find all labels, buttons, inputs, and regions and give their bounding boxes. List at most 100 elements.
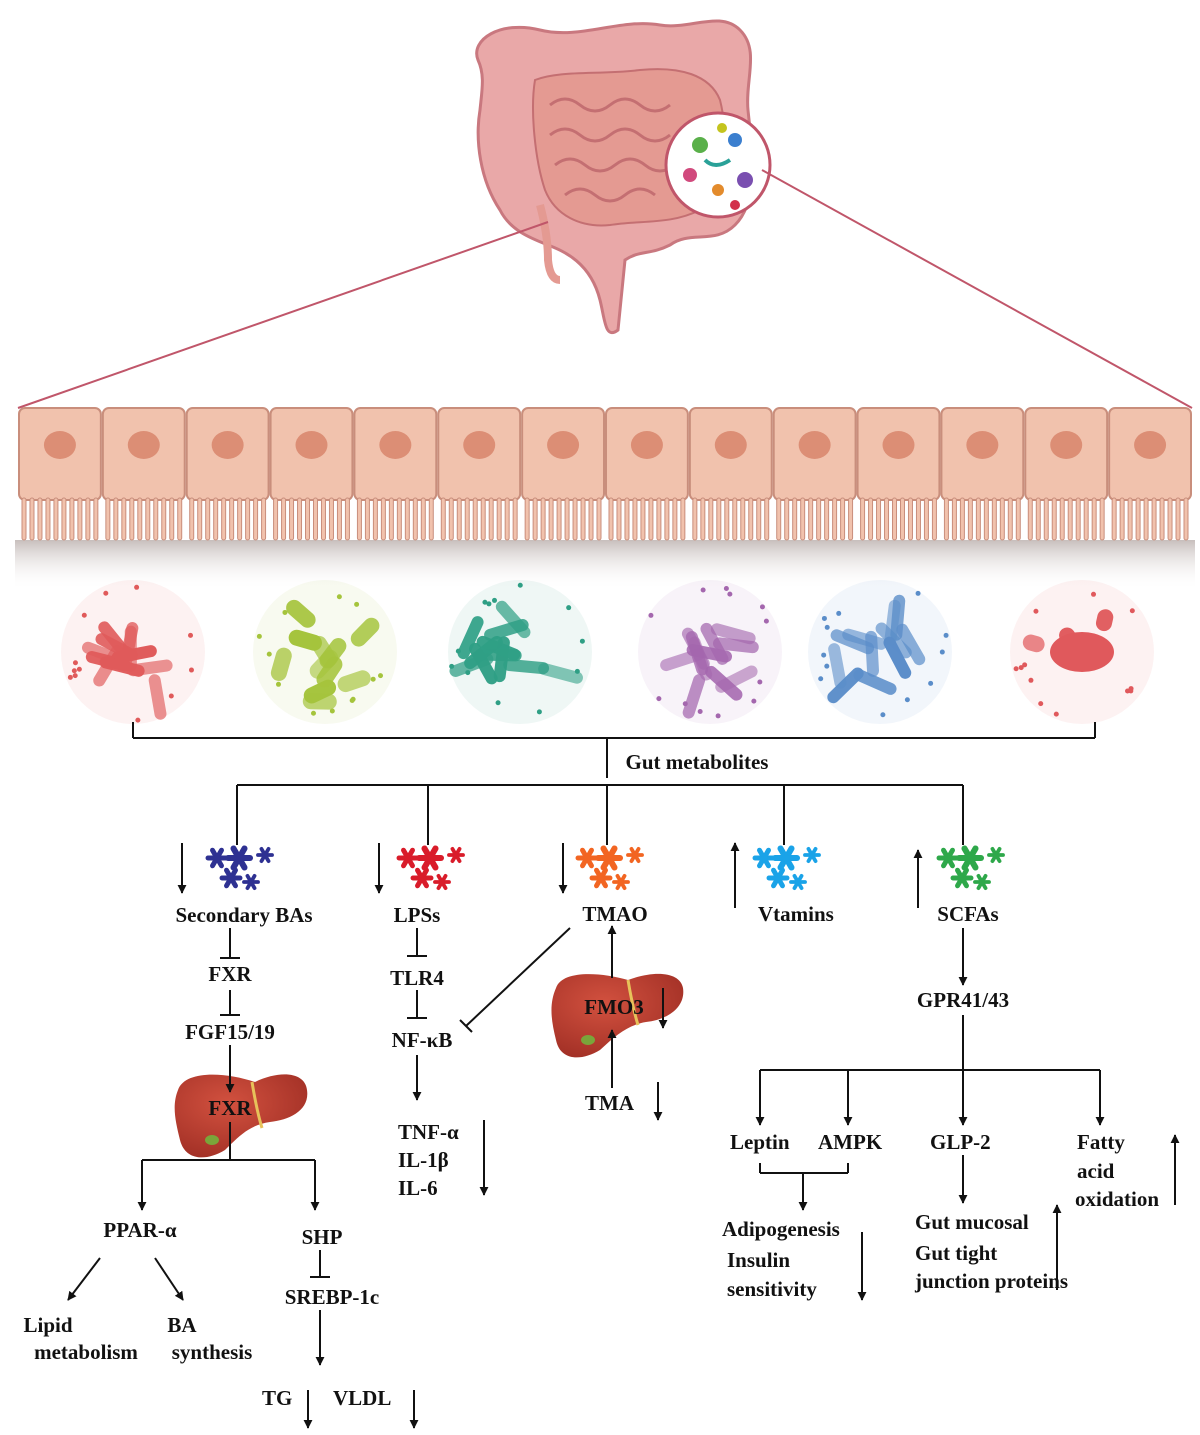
scfa-pathway-lines — [755, 928, 1180, 1301]
oxidation-label: oxidation — [1075, 1187, 1160, 1211]
trend-arrows — [177, 842, 923, 908]
metabolism-label: metabolism — [34, 1340, 138, 1364]
epithelial-cell-icon — [185, 407, 270, 541]
molecule-star-icon — [396, 847, 420, 869]
epithelial-cell-icon — [521, 407, 606, 541]
tmao-pathway-lines — [607, 925, 668, 1121]
nfkb-label: NF-κB — [391, 1028, 453, 1052]
molecule-star-icon — [224, 845, 254, 871]
scfas-label: SCFAs — [937, 902, 999, 926]
epithelial-cell-icon — [940, 407, 1025, 541]
zoom-line-left — [17, 221, 549, 409]
epithelial-cell-icon — [1108, 407, 1192, 541]
gpr-label: GPR41/43 — [916, 988, 1010, 1012]
shp-label: SHP — [301, 1225, 343, 1249]
epithelial-cell-row — [18, 407, 1192, 541]
secondary-bas-label: Secondary BAs — [175, 903, 313, 927]
molecule-star-icon — [752, 847, 776, 869]
adipogenesis-label: Adipogenesis — [722, 1217, 840, 1241]
acid-label: acid — [1077, 1159, 1115, 1183]
il6-label: IL-6 — [398, 1176, 438, 1200]
fgf-label: FGF15/19 — [185, 1020, 275, 1044]
molecule-star-icon — [612, 874, 630, 890]
bacteria-clusters — [61, 580, 1154, 724]
molecule-star-icon — [973, 874, 991, 890]
liver-icon — [551, 973, 684, 1058]
molecule-star-icon — [936, 847, 960, 869]
molecule-star-icon — [950, 867, 974, 889]
synthesis-label: synthesis — [171, 1340, 253, 1364]
junction-proteins-label: junction proteins — [915, 1269, 1069, 1293]
tg-label: TG — [262, 1386, 293, 1410]
epithelial-cell-icon — [856, 407, 941, 541]
molecule-star-icon — [242, 874, 260, 890]
epithelial-cell-icon — [101, 407, 186, 541]
bacteria-cluster-icon — [808, 580, 952, 724]
molecule-star-icon — [771, 845, 801, 871]
microbe-circle-icon — [664, 111, 772, 219]
epithelial-cell-icon — [1024, 407, 1109, 541]
tma-label: TMA — [585, 1091, 634, 1115]
fxr-label: FXR — [208, 962, 252, 986]
molecule-star-icon — [594, 845, 624, 871]
molecule-star-icon — [256, 847, 274, 863]
bacteria-cluster-icon — [1010, 580, 1154, 724]
bacteria-cluster-icon — [448, 580, 592, 724]
epithelial-cell-icon — [18, 407, 102, 541]
srebp-label: SREBP-1c — [284, 1285, 380, 1309]
lipid-label: Lipid — [23, 1313, 73, 1337]
molecule-star-icon — [987, 847, 1005, 863]
insulin-label: Insulin — [727, 1248, 791, 1272]
sensitivity-label: sensitivity — [727, 1277, 817, 1301]
epithelial-cell-icon — [437, 407, 522, 541]
epithelium-shadow — [15, 540, 1195, 590]
tlr4-label: TLR4 — [390, 966, 444, 990]
tmao-label: TMAO — [582, 902, 648, 926]
epithelial-cell-icon — [353, 407, 438, 541]
molecule-star-icon — [415, 845, 445, 871]
leptin-label: Leptin — [730, 1130, 790, 1154]
fatty-label: Fatty — [1077, 1130, 1125, 1154]
bas-pathway-lines — [67, 928, 419, 1429]
vitamins-label: Vtamins — [758, 902, 834, 926]
ampk-label: AMPK — [818, 1130, 883, 1154]
epithelial-cell-icon — [772, 407, 857, 541]
ppar-alpha-label: PPAR-α — [103, 1218, 177, 1242]
lpss-label: LPSs — [393, 903, 441, 927]
gut-metabolites-label: Gut metabolites — [625, 750, 769, 774]
gut-mucosal-label: Gut mucosal — [915, 1210, 1029, 1234]
bacteria-cluster-icon — [61, 580, 205, 724]
vldl-label: VLDL — [333, 1386, 392, 1410]
molecule-star-icon — [589, 867, 613, 889]
tnf-alpha-label: TNF-α — [398, 1120, 459, 1144]
molecule-star-icon — [433, 874, 451, 890]
ba-label: BA — [167, 1313, 197, 1337]
gut-tight-label: Gut tight — [915, 1241, 998, 1265]
bacteria-cluster-icon — [638, 580, 782, 724]
epithelial-cell-icon — [605, 407, 689, 541]
molecule-star-icon — [766, 867, 790, 889]
fxr-liver-label: FXR — [208, 1096, 252, 1120]
molecule-star-icon — [575, 847, 599, 869]
glp2-label: GLP-2 — [930, 1130, 991, 1154]
molecule-star-icon — [626, 847, 644, 863]
gut-metabolites-bracket — [132, 722, 1096, 845]
molecule-star-icon — [955, 845, 985, 871]
lps-pathway-lines — [407, 927, 571, 1196]
epithelial-cell-icon — [269, 407, 354, 541]
epithelial-cell-icon — [688, 407, 773, 541]
molecule-star-icon — [219, 867, 243, 889]
zoom-line-right — [761, 169, 1193, 409]
molecule-star-icon — [789, 874, 807, 890]
liver-icon — [174, 1074, 308, 1158]
molecule-star-icon — [205, 847, 229, 869]
molecule-star-icon — [447, 847, 465, 863]
fmo3-label: FMO3 — [584, 995, 644, 1019]
il1b-label: IL-1β — [398, 1148, 449, 1172]
molecule-star-icon — [410, 867, 434, 889]
molecule-star-icon — [803, 847, 821, 863]
bacteria-cluster-icon — [253, 580, 397, 724]
metabolite-star-icons — [205, 845, 1005, 890]
